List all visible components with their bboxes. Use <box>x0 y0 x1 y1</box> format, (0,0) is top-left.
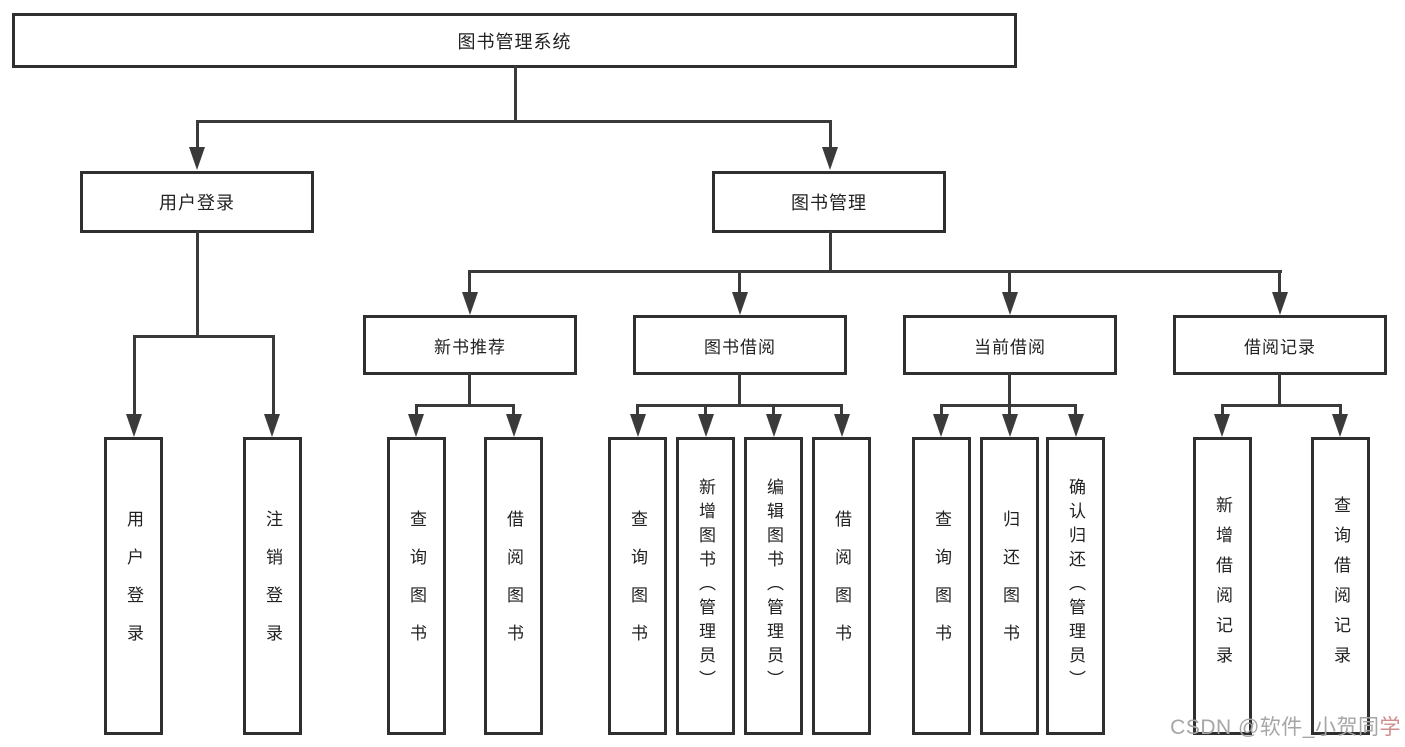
connector-user-login-trunk <box>196 231 199 337</box>
connector-trunk <box>738 373 741 406</box>
connector-trunk <box>1008 373 1011 406</box>
connector-stem <box>1008 404 1011 418</box>
node-label: 图书管理 <box>791 193 867 213</box>
leaf-add-book-admin: 新增图书（管理员） <box>676 437 735 735</box>
leaf-borrow-books-recommend: 借阅图书 <box>484 437 543 735</box>
connector-stem <box>636 404 639 418</box>
arrow-down-icon <box>1214 414 1230 437</box>
leaf-label: 借阅图书 <box>504 510 523 662</box>
arrow-down-icon <box>1002 414 1018 437</box>
leaf-label: 查询图书 <box>407 510 426 662</box>
node-current-borrow: 当前借阅 <box>903 315 1117 375</box>
node-label: 图书管理系统 <box>457 31 572 52</box>
node-label: 新书推荐 <box>434 337 506 357</box>
leaf-borrow-books: 借阅图书 <box>812 437 871 735</box>
leaf-add-borrow-record: 新增借阅记录 <box>1193 437 1252 735</box>
connector-stem <box>1074 404 1077 418</box>
arrow-down-icon <box>732 292 748 315</box>
watermark-text: CSDN @软件_小贺同 <box>1170 716 1380 739</box>
arrow-down-icon <box>1332 414 1348 437</box>
connector-stem <box>772 404 775 418</box>
leaf-confirm-return-admin: 确认归还（管理员） <box>1046 437 1105 735</box>
leaf-label: 用户登录 <box>124 510 143 662</box>
connector-stem <box>512 404 515 418</box>
leaf-query-borrow-record: 查询借阅记录 <box>1311 437 1370 735</box>
leaf-label: 注销登录 <box>263 510 282 662</box>
csdn-watermark: CSDN @软件_小贺同学 <box>1170 711 1401 741</box>
connector-level3-rail <box>469 270 1282 273</box>
leaf-label: 新增借阅记录 <box>1213 496 1232 676</box>
connector-stem <box>1278 270 1281 295</box>
arrow-down-icon <box>264 414 280 437</box>
node-book-management: 图书管理 <box>712 171 946 233</box>
node-label: 用户登录 <box>159 193 235 213</box>
arrow-down-icon <box>1002 292 1018 315</box>
leaf-logout: 注销登录 <box>243 437 302 735</box>
node-user-login: 用户登录 <box>80 171 314 233</box>
arrow-down-icon <box>1068 414 1084 437</box>
leaf-label: 编辑图书（管理员） <box>764 478 783 694</box>
leaf-label: 查询借阅记录 <box>1331 496 1350 676</box>
leaf-query-books-current: 查询图书 <box>912 437 971 735</box>
leaf-label: 查询图书 <box>932 510 951 662</box>
node-borrow-records: 借阅记录 <box>1173 315 1387 375</box>
leaf-label: 确认归还（管理员） <box>1066 478 1085 694</box>
arrow-down-icon <box>408 414 424 437</box>
leaf-return-book: 归还图书 <box>980 437 1039 735</box>
connector-stem <box>704 404 707 418</box>
node-root: 图书管理系统 <box>12 13 1017 68</box>
node-book-borrow: 图书借阅 <box>633 315 847 375</box>
connector-stem <box>1008 270 1011 295</box>
node-label: 图书借阅 <box>704 337 776 357</box>
leaf-label: 新增图书（管理员） <box>696 478 715 694</box>
connector-stem <box>1221 404 1224 418</box>
arrow-down-icon <box>698 414 714 437</box>
arrow-down-icon <box>630 414 646 437</box>
connector-stem <box>829 120 832 150</box>
connector-stem <box>840 404 843 418</box>
connector-stem <box>196 120 199 150</box>
connector-stem <box>940 404 943 418</box>
arrow-down-icon <box>189 147 205 170</box>
connector-trunk <box>1278 373 1281 406</box>
node-new-book-recommend: 新书推荐 <box>363 315 577 375</box>
arrow-down-icon <box>822 147 838 170</box>
arrow-down-icon <box>933 414 949 437</box>
leaf-edit-book-admin: 编辑图书（管理员） <box>744 437 803 735</box>
connector-rail <box>1221 404 1342 407</box>
leaf-label: 借阅图书 <box>832 510 851 662</box>
watermark-accent: 学 <box>1379 716 1401 739</box>
connector-trunk <box>468 373 471 406</box>
leaf-label: 归还图书 <box>1000 510 1019 662</box>
connector-stem <box>133 335 136 416</box>
connector-stem <box>738 270 741 295</box>
arrow-down-icon <box>126 414 142 437</box>
node-label: 借阅记录 <box>1244 337 1316 357</box>
connector-rail <box>415 404 515 407</box>
arrow-down-icon <box>766 414 782 437</box>
arrow-down-icon <box>462 292 478 315</box>
connector-stem <box>415 404 418 418</box>
arrow-down-icon <box>506 414 522 437</box>
leaf-user-login: 用户登录 <box>104 437 163 735</box>
leaf-label: 查询图书 <box>628 510 647 662</box>
arrow-down-icon <box>1272 292 1288 315</box>
arrow-down-icon <box>834 414 850 437</box>
connector-root-trunk <box>514 66 517 122</box>
node-label: 当前借阅 <box>974 337 1046 357</box>
connector-stem <box>272 335 275 416</box>
connector-level2-rail <box>196 120 832 123</box>
connector-stem <box>468 270 471 295</box>
connector-rail <box>636 404 843 407</box>
leaf-query-books-borrow: 查询图书 <box>608 437 667 735</box>
connector-stem <box>1339 404 1342 418</box>
connector-user-login-rail <box>133 335 275 338</box>
leaf-query-books-recommend: 查询图书 <box>387 437 446 735</box>
connector-book-mgmt-trunk <box>829 231 832 272</box>
